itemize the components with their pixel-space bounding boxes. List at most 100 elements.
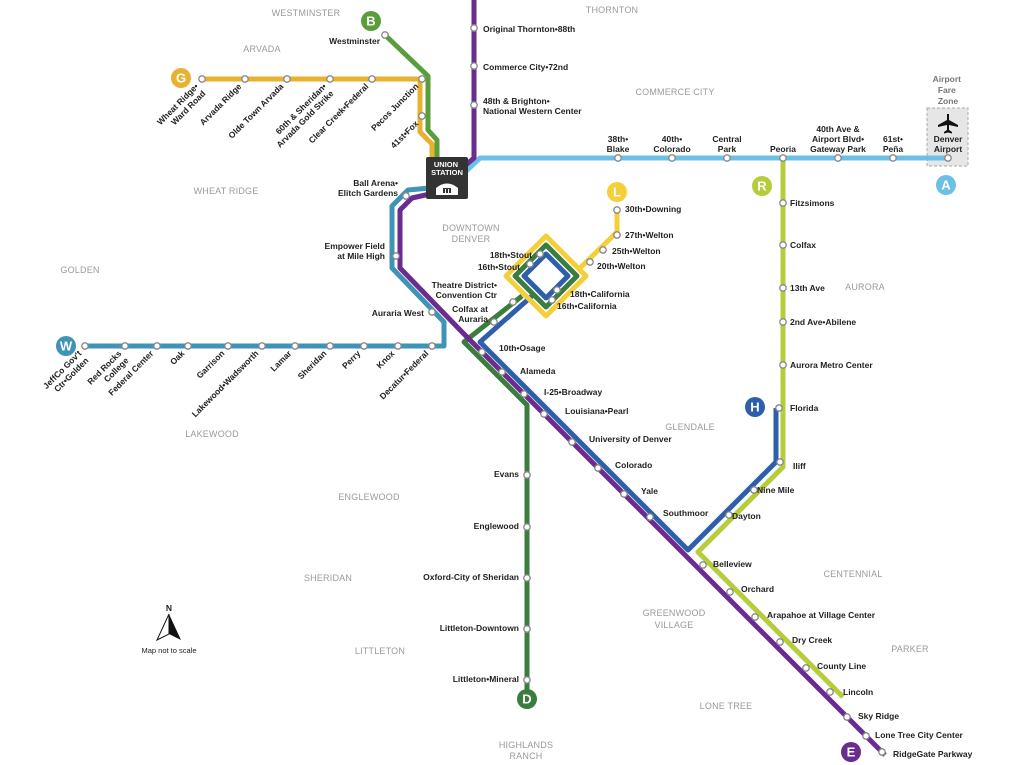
station-marker[interactable] xyxy=(526,260,534,268)
station[interactable]: 40th•Colorado xyxy=(653,134,691,162)
station-marker[interactable] xyxy=(392,252,400,260)
station-marker[interactable] xyxy=(184,342,192,350)
station-marker[interactable] xyxy=(326,342,334,350)
station[interactable]: Colorado xyxy=(594,460,653,472)
station-marker[interactable] xyxy=(241,75,249,83)
station-marker[interactable] xyxy=(779,318,787,326)
station[interactable]: Auraria West xyxy=(372,308,436,318)
station-marker[interactable] xyxy=(381,31,389,39)
station[interactable]: Louisiana•Pearl xyxy=(540,406,629,418)
line-W-bullet[interactable]: W xyxy=(56,336,76,356)
line-bullet-circle[interactable] xyxy=(517,689,537,709)
station-marker[interactable] xyxy=(599,246,607,254)
station[interactable]: I-25•Broadway xyxy=(520,387,603,398)
station-marker[interactable] xyxy=(498,368,506,376)
line-B-bullet[interactable]: B xyxy=(361,11,381,31)
station[interactable]: Dry Creek xyxy=(776,635,833,646)
station[interactable]: 61st•Peña xyxy=(883,134,904,162)
station[interactable]: University of Denver xyxy=(568,434,673,446)
station-marker[interactable] xyxy=(81,342,89,350)
station[interactable]: 2nd Ave•Abilene xyxy=(779,317,857,327)
station[interactable]: Southmoor xyxy=(646,508,709,521)
station-marker[interactable] xyxy=(326,75,334,83)
station-marker[interactable] xyxy=(843,713,851,721)
station-marker[interactable] xyxy=(776,458,784,466)
station-marker[interactable] xyxy=(889,154,897,162)
station-marker[interactable] xyxy=(750,486,758,494)
station-marker[interactable] xyxy=(725,511,733,519)
station-marker[interactable] xyxy=(153,342,161,350)
station[interactable]: 38th•Blake xyxy=(607,134,630,162)
station[interactable]: Sky Ridge xyxy=(843,711,900,721)
station[interactable]: Alameda xyxy=(498,366,556,376)
station-marker[interactable] xyxy=(428,308,436,316)
line-D-bullet[interactable]: D xyxy=(517,689,537,709)
line-H-bullet[interactable]: H xyxy=(745,397,765,417)
line-bullet-circle[interactable] xyxy=(607,182,627,202)
station[interactable]: Belleview xyxy=(699,559,752,569)
station[interactable]: Dayton xyxy=(725,511,761,521)
station[interactable]: 10th•Osage xyxy=(478,343,546,356)
station-marker[interactable] xyxy=(523,676,531,684)
station-marker[interactable] xyxy=(360,342,368,350)
station-marker[interactable] xyxy=(613,231,621,239)
line-bullet-circle[interactable] xyxy=(841,742,861,762)
station-marker[interactable] xyxy=(520,390,528,398)
station-marker[interactable] xyxy=(751,613,759,621)
station[interactable]: Lincoln xyxy=(826,687,873,697)
station-marker[interactable] xyxy=(418,75,426,83)
station-marker[interactable] xyxy=(394,342,402,350)
station[interactable]: 13th Ave xyxy=(779,283,825,293)
station-marker[interactable] xyxy=(779,284,787,292)
station[interactable]: Orchard xyxy=(726,584,774,596)
station-marker[interactable] xyxy=(402,192,410,200)
station-marker[interactable] xyxy=(368,75,376,83)
station[interactable]: Commerce City•72nd xyxy=(470,62,568,72)
station[interactable]: Florida xyxy=(775,403,819,413)
station-marker[interactable] xyxy=(418,112,426,120)
station-marker[interactable] xyxy=(509,298,517,306)
station[interactable]: Aurora Metro Center xyxy=(779,360,874,370)
line-R-bullet[interactable]: R xyxy=(752,176,772,196)
station-marker[interactable] xyxy=(668,154,676,162)
station-marker[interactable] xyxy=(428,342,436,350)
station-marker[interactable] xyxy=(224,342,232,350)
station-marker[interactable] xyxy=(802,664,810,672)
station[interactable]: Evans xyxy=(494,469,531,479)
station-marker[interactable] xyxy=(620,490,628,498)
line-bullet-circle[interactable] xyxy=(361,11,381,31)
station-marker[interactable] xyxy=(944,154,952,162)
station-marker[interactable] xyxy=(536,250,544,258)
station-marker[interactable] xyxy=(646,513,654,521)
line-bullet-circle[interactable] xyxy=(752,176,772,196)
station[interactable]: Theatre District•Convention Ctr xyxy=(432,280,517,306)
line-G-bullet[interactable]: G xyxy=(171,68,191,88)
station-marker[interactable] xyxy=(614,154,622,162)
line-L-bullet[interactable]: L xyxy=(607,182,627,202)
station-marker[interactable] xyxy=(726,588,734,596)
line-E-bullet[interactable]: E xyxy=(841,742,861,762)
station-marker[interactable] xyxy=(523,574,531,582)
station-marker[interactable] xyxy=(779,241,787,249)
station-marker[interactable] xyxy=(198,75,206,83)
station[interactable]: Ball Arena•Elitch Gardens xyxy=(338,178,410,200)
station[interactable]: RidgeGate Parkway xyxy=(878,748,973,759)
station[interactable]: Lone Tree City Center xyxy=(862,730,964,740)
station[interactable]: Peoria xyxy=(770,144,796,162)
station-marker[interactable] xyxy=(490,318,498,326)
station[interactable]: Original Thornton•88th xyxy=(470,24,575,34)
station[interactable]: Oxford-City of Sheridan xyxy=(423,572,531,582)
line-bullet-circle[interactable] xyxy=(56,336,76,356)
station-marker[interactable] xyxy=(523,471,531,479)
station-marker[interactable] xyxy=(723,154,731,162)
station[interactable]: 18th•Stout xyxy=(490,250,544,260)
station-marker[interactable] xyxy=(548,296,556,304)
station-marker[interactable] xyxy=(613,206,621,214)
union-station[interactable]: UNION STATION xyxy=(426,157,468,199)
station[interactable]: 20th•Welton xyxy=(586,258,646,271)
station-marker[interactable] xyxy=(283,75,291,83)
station[interactable]: 18th•California xyxy=(553,286,630,299)
station-marker[interactable] xyxy=(523,625,531,633)
station-marker[interactable] xyxy=(862,732,870,740)
